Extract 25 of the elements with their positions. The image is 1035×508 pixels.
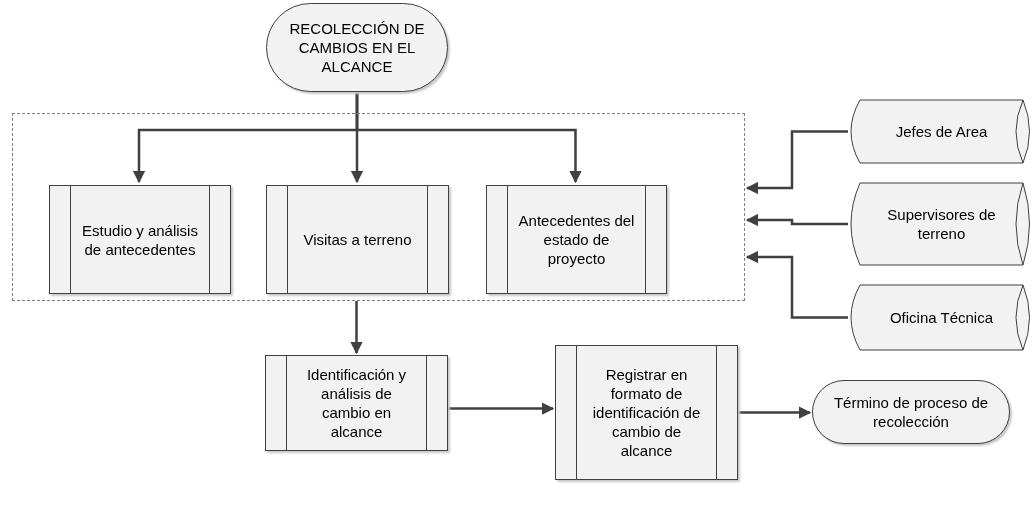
arrow [448,402,555,415]
predefined-process-box [265,355,448,451]
dashed-group-frame [12,113,745,301]
node-label: RECOLECCIÓN DE CAMBIOS EN EL ALCANCE [288,19,426,76]
node-label: Estudio y análisis de antecedentes [81,220,199,259]
arrow [350,301,363,355]
node-label: Supervisores de terreno [886,205,997,243]
node-label: Visitas a terreno [303,230,412,249]
node-label: Registrar en formato de identificación de cambio de alcance [591,365,702,460]
predefined-process-box [49,185,231,294]
predefined-process-box [555,345,738,480]
arrow [738,406,812,419]
node-label: Término de proceso de recolección [832,393,990,431]
arrow [355,92,582,184]
predefined-process-box [486,185,667,294]
terminator-shape [266,3,448,92]
node-label: Identificación y análisis de cambio en alcance [305,365,408,441]
node-label: Antecedentes del estado de proyecto [517,211,636,268]
arrow [745,250,848,319]
terminator-shape [812,380,1010,444]
predefined-process-box [266,185,449,294]
node-label: Jefes de Area [895,122,988,141]
node-label: Oficina Técnica [889,308,994,327]
arrow [745,130,848,195]
arrow [745,213,848,227]
